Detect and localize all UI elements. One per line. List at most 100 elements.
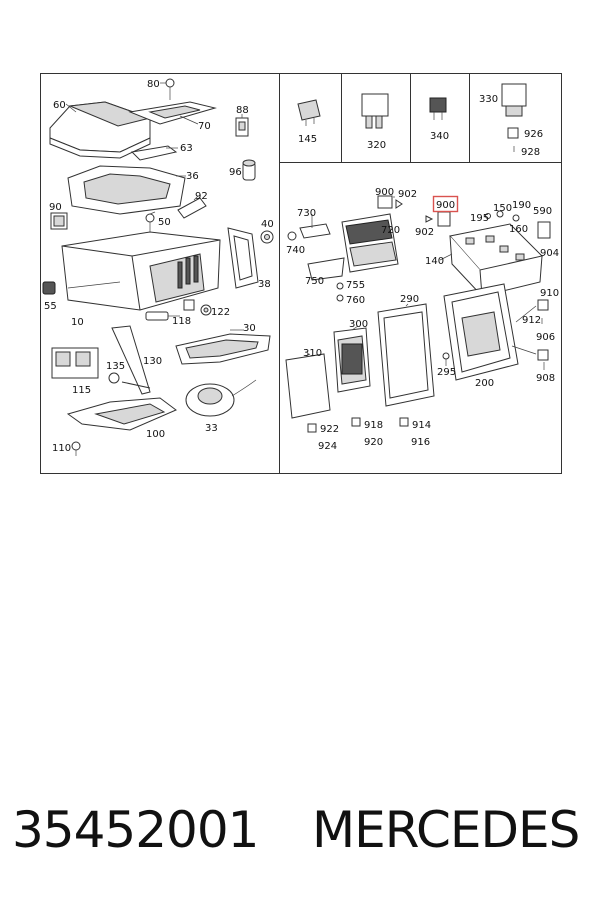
callout-30: 30 xyxy=(243,323,256,334)
callout-135: 135 xyxy=(106,361,125,372)
callout-70: 70 xyxy=(198,121,211,132)
part-number: 35452001 xyxy=(12,801,259,859)
part-110-screw xyxy=(71,441,81,456)
part-30-duct xyxy=(175,329,271,365)
callout-80: 80 xyxy=(147,79,160,90)
part-90-clip xyxy=(50,212,68,230)
callout-88: 88 xyxy=(236,105,249,116)
callout-924: 924 xyxy=(318,441,337,452)
callout-904: 904 xyxy=(540,248,559,259)
highlight-box-900 xyxy=(432,195,459,213)
part-100-tray xyxy=(66,397,177,431)
callout-740: 740 xyxy=(286,245,305,256)
callout-190: 190 xyxy=(512,200,531,211)
callout-320: 320 xyxy=(367,140,386,151)
part-130-strap xyxy=(111,325,151,395)
part-40-washer xyxy=(260,230,274,244)
part-88-clip xyxy=(235,114,249,137)
part-96-grommet xyxy=(242,159,256,181)
part-900-connector-a xyxy=(377,195,403,209)
callout-50: 50 xyxy=(158,217,171,228)
callout-300: 300 xyxy=(349,319,368,330)
part-10-housing xyxy=(61,231,221,311)
part-330-relay xyxy=(501,83,527,152)
callout-130: 130 xyxy=(143,356,162,367)
part-720-fusebox xyxy=(341,213,399,273)
part-730-bracket xyxy=(299,223,331,239)
part-70-bracket xyxy=(128,101,217,125)
callout-100: 100 xyxy=(146,429,165,440)
part-590-relay xyxy=(537,221,551,239)
part-310-module xyxy=(285,353,331,419)
part-755-760-nuts xyxy=(336,282,344,302)
callout-118: 118 xyxy=(172,316,191,327)
callout-295: 295 xyxy=(437,367,456,378)
callout-60: 60 xyxy=(53,100,66,111)
part-80-bolt xyxy=(160,78,175,100)
callout-290: 290 xyxy=(400,294,419,305)
part-750-bracket xyxy=(307,257,345,281)
callout-760: 760 xyxy=(346,295,365,306)
callout-labels: 80 60 70 88 63 36 96 92 90 50 40 38 55 1… xyxy=(44,79,559,454)
part-340-relay xyxy=(429,97,447,120)
callout-750: 750 xyxy=(305,276,324,287)
part-63-latch xyxy=(130,145,178,161)
part-38-gasket xyxy=(227,227,259,289)
callout-36: 36 xyxy=(186,171,199,182)
callout-115: 115 xyxy=(72,385,91,396)
callout-90: 90 xyxy=(49,202,62,213)
part-33-blower xyxy=(185,379,257,417)
part-740-screw xyxy=(287,231,297,241)
callout-916: 916 xyxy=(411,437,430,448)
callout-310: 310 xyxy=(303,348,322,359)
callout-55: 55 xyxy=(44,301,57,312)
callout-33: 33 xyxy=(205,423,218,434)
callout-730: 730 xyxy=(297,208,316,219)
callout-926: 926 xyxy=(524,129,543,140)
callout-160: 160 xyxy=(509,224,528,235)
callout-755: 755 xyxy=(346,280,365,291)
callout-920: 920 xyxy=(364,437,383,448)
callout-918: 918 xyxy=(364,420,383,431)
footer: 35452001 MERCEDES xyxy=(0,790,600,870)
part-300-module xyxy=(333,327,371,393)
part-295-bolt xyxy=(442,352,450,366)
callout-908: 908 xyxy=(536,373,555,384)
callout-340: 340 xyxy=(430,131,449,142)
callout-63: 63 xyxy=(180,143,193,154)
callout-96: 96 xyxy=(229,167,242,178)
callout-906: 906 xyxy=(536,332,555,343)
callout-910: 910 xyxy=(540,288,559,299)
callout-720: 720 xyxy=(381,225,400,236)
callout-922: 922 xyxy=(320,424,339,435)
callout-330: 330 xyxy=(479,94,498,105)
part-135-clip xyxy=(108,372,120,384)
callout-902-b: 902 xyxy=(415,227,434,238)
callout-10: 10 xyxy=(71,317,84,328)
callout-38: 38 xyxy=(258,279,271,290)
callout-110: 110 xyxy=(52,443,71,454)
callout-200: 200 xyxy=(475,378,494,389)
part-145-fuse xyxy=(297,99,321,126)
part-36-frame xyxy=(67,165,186,215)
callout-928: 928 xyxy=(521,147,540,158)
part-290-lid xyxy=(377,303,435,407)
part-910-912-clips xyxy=(537,299,549,361)
part-92-sleeve xyxy=(177,195,207,219)
callout-590: 590 xyxy=(533,206,552,217)
callout-914: 914 xyxy=(412,420,431,431)
callout-900-b: 900 xyxy=(436,200,455,211)
callout-145: 145 xyxy=(298,134,317,145)
part-900-connector-b-highlighted xyxy=(425,211,451,227)
callout-902-a: 902 xyxy=(398,189,417,200)
callout-912: 912 xyxy=(522,315,541,326)
brand-name: MERCEDES xyxy=(312,801,580,859)
part-118-connector xyxy=(145,311,180,321)
callout-40: 40 xyxy=(261,219,274,230)
callout-140: 140 xyxy=(425,256,444,267)
part-320-relay xyxy=(361,93,389,129)
part-150-195-screws xyxy=(485,210,520,222)
diagram-frame xyxy=(40,73,562,474)
part-55-cap xyxy=(42,281,56,295)
callout-122: 122 xyxy=(211,307,230,318)
